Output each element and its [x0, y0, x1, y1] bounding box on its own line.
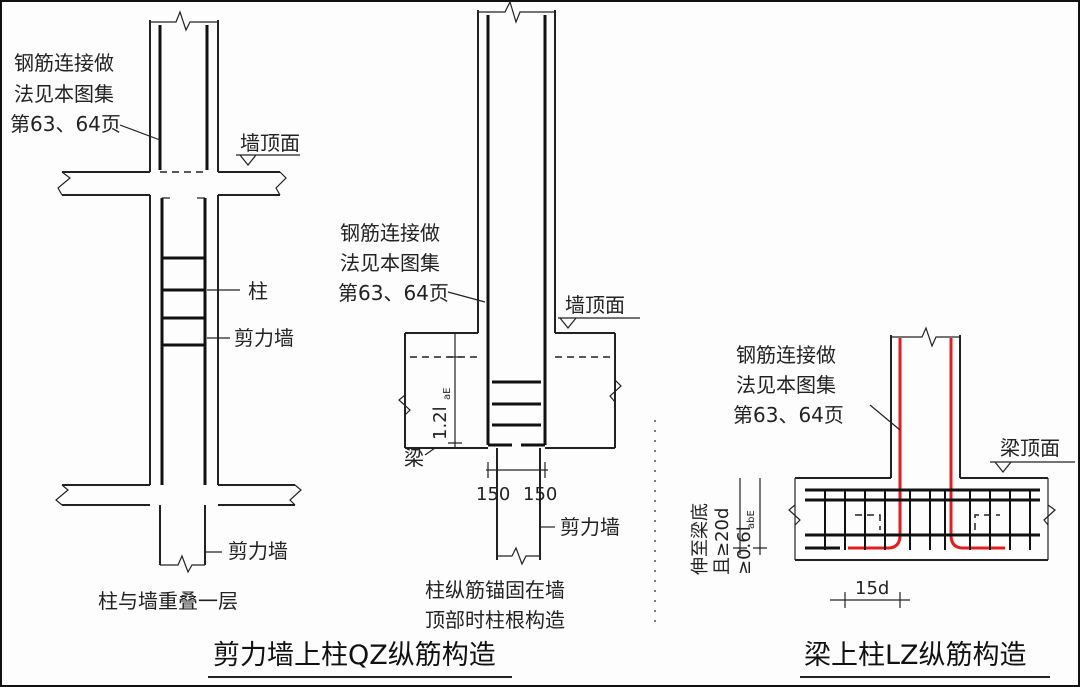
right-beam-top-marker	[990, 461, 1075, 473]
leader-note	[119, 124, 161, 141]
right-note-line-2: 法见本图集	[736, 373, 836, 397]
mid-dim-vertical	[448, 333, 462, 448]
mid-break-right	[609, 379, 622, 403]
mid-break-bottom	[497, 546, 540, 566]
left-shearwall-label-2: 剪力墙	[228, 539, 288, 563]
left-shearwall-label-1: 剪力墙	[234, 326, 294, 350]
right-dim-text-1: 伸至梁底	[690, 503, 711, 575]
mid-break-left	[398, 394, 411, 416]
left-note-line-1: 钢筋连接做	[14, 51, 114, 75]
right-note-line-3: 第63、64页	[733, 403, 844, 427]
mid-dim-left: 150	[476, 484, 510, 505]
left-note-line-2: 法见本图集	[14, 82, 114, 106]
upper-column-outline	[149, 20, 219, 172]
mid-column-outline	[477, 10, 556, 333]
right-column-outline	[890, 335, 961, 478]
upper-slab	[62, 171, 280, 196]
right-break-beam	[1043, 504, 1056, 526]
stirrups	[162, 256, 205, 347]
mid-dim-vertical-label: 1.2l aE	[430, 388, 453, 440]
mid-caption-line-2: 顶部时柱根构造	[425, 608, 565, 632]
left-caption: 柱与墙重叠一层	[98, 589, 238, 613]
left-column-label: 柱	[248, 279, 268, 303]
mid-leader-note	[447, 291, 486, 303]
left-title: 剪力墙上柱QZ纵筋构造	[213, 640, 496, 671]
mid-dim-horizontal	[486, 462, 548, 478]
mid-note-line-1: 钢筋连接做	[340, 221, 440, 245]
left-diagram	[55, 10, 302, 574]
right-diagram	[733, 326, 1075, 608]
break-symbol-top	[150, 10, 218, 32]
right-dim-text-2: 且≥20d	[712, 508, 733, 575]
mid-column-bars	[486, 15, 547, 445]
left-note-line-3: 第63、64页	[10, 112, 121, 136]
right-title: 梁上柱LZ纵筋构造	[804, 640, 1027, 671]
right-dim-15d-label: 15d	[855, 578, 889, 599]
right-note-line-1: 钢筋连接做	[736, 343, 836, 367]
right-beam-top-label: 梁顶面	[1000, 436, 1060, 460]
right-beam-stirrups	[824, 490, 1031, 550]
base-break-left	[55, 484, 69, 506]
rebar-red-left	[848, 338, 902, 550]
break-symbol-bottom	[160, 554, 205, 574]
right-beam-ends	[794, 478, 1049, 560]
right-dim-vertical-label: 伸至梁底 且≥20d ≥0.6l abE	[690, 503, 757, 575]
right-beam-outline	[795, 477, 1048, 561]
mid-dim-vertical-sub: aE	[442, 388, 453, 400]
wall-top-marker	[236, 154, 300, 166]
mid-beam-outline	[404, 333, 616, 449]
right-leader-note	[869, 404, 901, 431]
lower-column-outline	[149, 195, 219, 485]
mid-shearwall-label: 剪力墙	[560, 515, 620, 539]
mid-dim-right: 150	[523, 484, 557, 505]
right-beam-dash	[855, 514, 1000, 530]
right-dim-text-3: ≥0.6l	[734, 526, 755, 575]
right-break-top	[891, 326, 960, 348]
mid-stirrups	[492, 380, 541, 427]
right-beam-bars	[805, 488, 1040, 550]
right-dim-15d	[830, 592, 910, 608]
right-dim-vertical	[733, 478, 767, 555]
mid-break-top	[478, 0, 555, 24]
right-dim-text-3-sub: abE	[746, 510, 757, 529]
mid-wall-top-label: 墙顶面	[565, 293, 625, 317]
lower-wall-outline	[159, 505, 206, 565]
mid-note-line-3: 第63、64页	[338, 281, 449, 305]
upper-column-bars	[158, 25, 209, 170]
mid-caption-line-1: 柱纵筋锚固在墙	[425, 578, 565, 602]
mid-leader-beam	[424, 447, 436, 456]
base-slab	[62, 484, 295, 506]
mid-dim-vertical-text: 1.2l	[430, 406, 451, 440]
mid-wall-top-marker	[558, 317, 640, 329]
lower-column-bars	[160, 198, 207, 485]
right-break-beam-left	[788, 504, 801, 526]
base-break-right	[289, 484, 302, 506]
left-wall-top-label: 墙顶面	[240, 131, 300, 155]
slab-break-right	[275, 171, 287, 196]
middle-diagram	[398, 0, 640, 566]
slab-break-left	[57, 171, 71, 196]
mid-beam-label: 梁	[404, 446, 424, 470]
mid-note-line-2: 法见本图集	[340, 251, 440, 275]
